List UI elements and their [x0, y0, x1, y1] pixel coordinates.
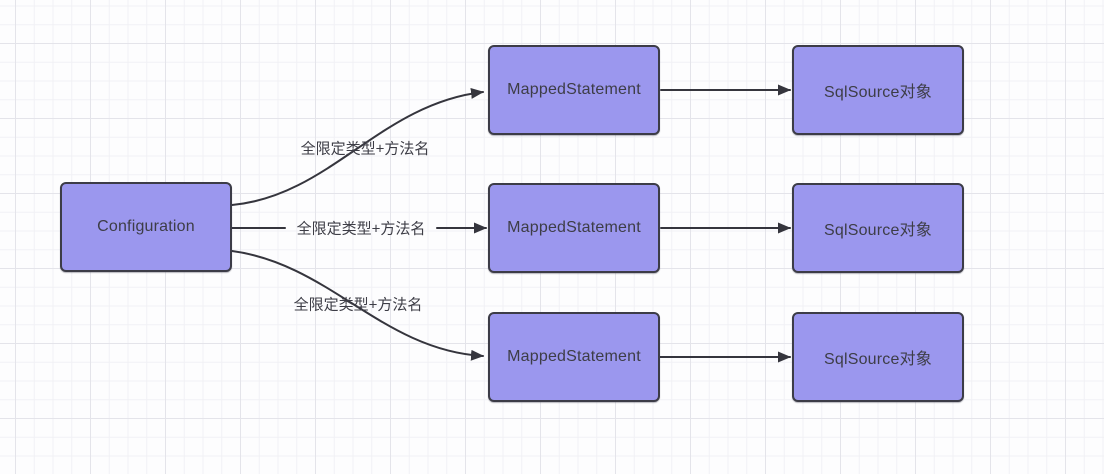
- node-sqlsource-3[interactable]: SqlSource对象: [792, 312, 964, 402]
- node-mapped-statement-2[interactable]: MappedStatement: [488, 183, 660, 273]
- node-mapped-statement-3-label: MappedStatement: [507, 348, 641, 365]
- node-sqlsource-2[interactable]: SqlSource对象: [792, 183, 964, 273]
- node-sqlsource-1-label: SqlSource对象: [823, 84, 933, 101]
- node-sqlsource-2-label: SqlSource对象: [823, 222, 933, 239]
- edge-config-to-ms1[interactable]: [231, 87, 484, 206]
- node-mapped-statement-3[interactable]: MappedStatement: [488, 312, 660, 402]
- node-sqlsource-3-label: SqlSource对象: [823, 351, 933, 368]
- node-mapped-statement-2-label: MappedStatement: [507, 219, 641, 236]
- edge-label-config-ms3: 全限定类型+方法名: [293, 296, 423, 314]
- node-mapped-statement-1[interactable]: MappedStatement: [488, 45, 660, 135]
- node-mapped-statement-1-label: MappedStatement: [507, 81, 641, 98]
- edge-config-to-ms3[interactable]: [231, 250, 484, 361]
- node-sqlsource-1[interactable]: SqlSource对象: [792, 45, 964, 135]
- edge-label-config-ms2: 全限定类型+方法名: [296, 220, 426, 238]
- node-configuration[interactable]: Configuration: [60, 182, 232, 272]
- edge-label-config-ms1: 全限定类型+方法名: [300, 140, 430, 158]
- node-configuration-label: Configuration: [97, 218, 195, 235]
